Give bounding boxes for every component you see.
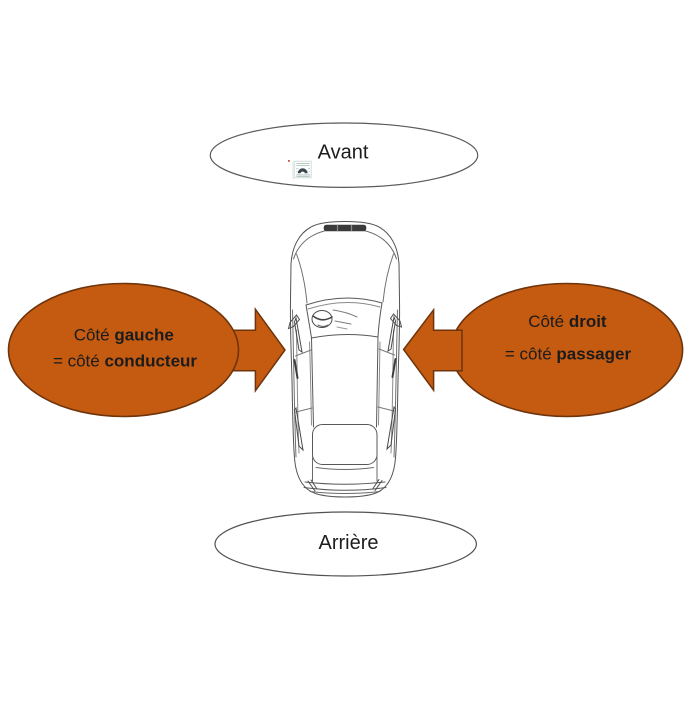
svg-text:= côté conducteur: = côté conducteur <box>53 352 197 371</box>
svg-text:Côté droit: Côté droit <box>528 312 607 331</box>
svg-text:Arrière: Arrière <box>318 532 378 554</box>
svg-text:Côté gauche: Côté gauche <box>74 326 174 345</box>
svg-text:Avant: Avant <box>318 142 369 164</box>
svg-text:= côté passager: = côté passager <box>505 345 632 364</box>
